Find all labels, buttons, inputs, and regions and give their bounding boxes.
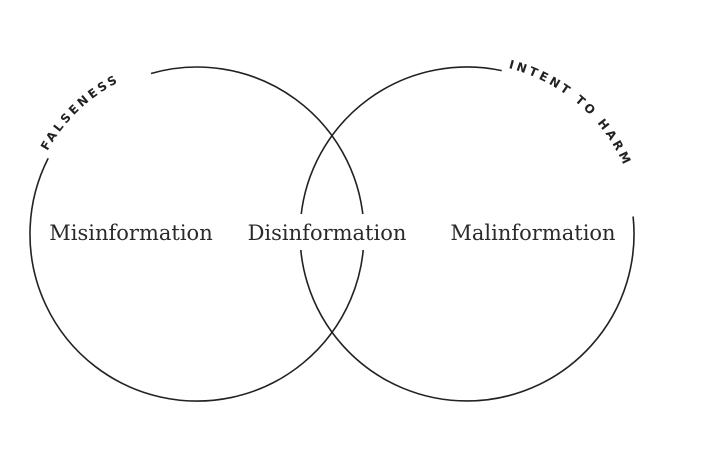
disinformation-label: Disinformation: [248, 221, 407, 245]
label-mask: [238, 214, 416, 250]
intent-to-harm-circle: [299, 66, 635, 402]
malinformation-label: Malinformation: [450, 221, 615, 245]
falseness-set-label: FALSENESS: [38, 71, 122, 152]
falseness-circle: [29, 66, 365, 402]
misinformation-label: Misinformation: [49, 221, 212, 245]
intent-to-harm-set-label: INTENT TO HARM: [508, 57, 635, 168]
